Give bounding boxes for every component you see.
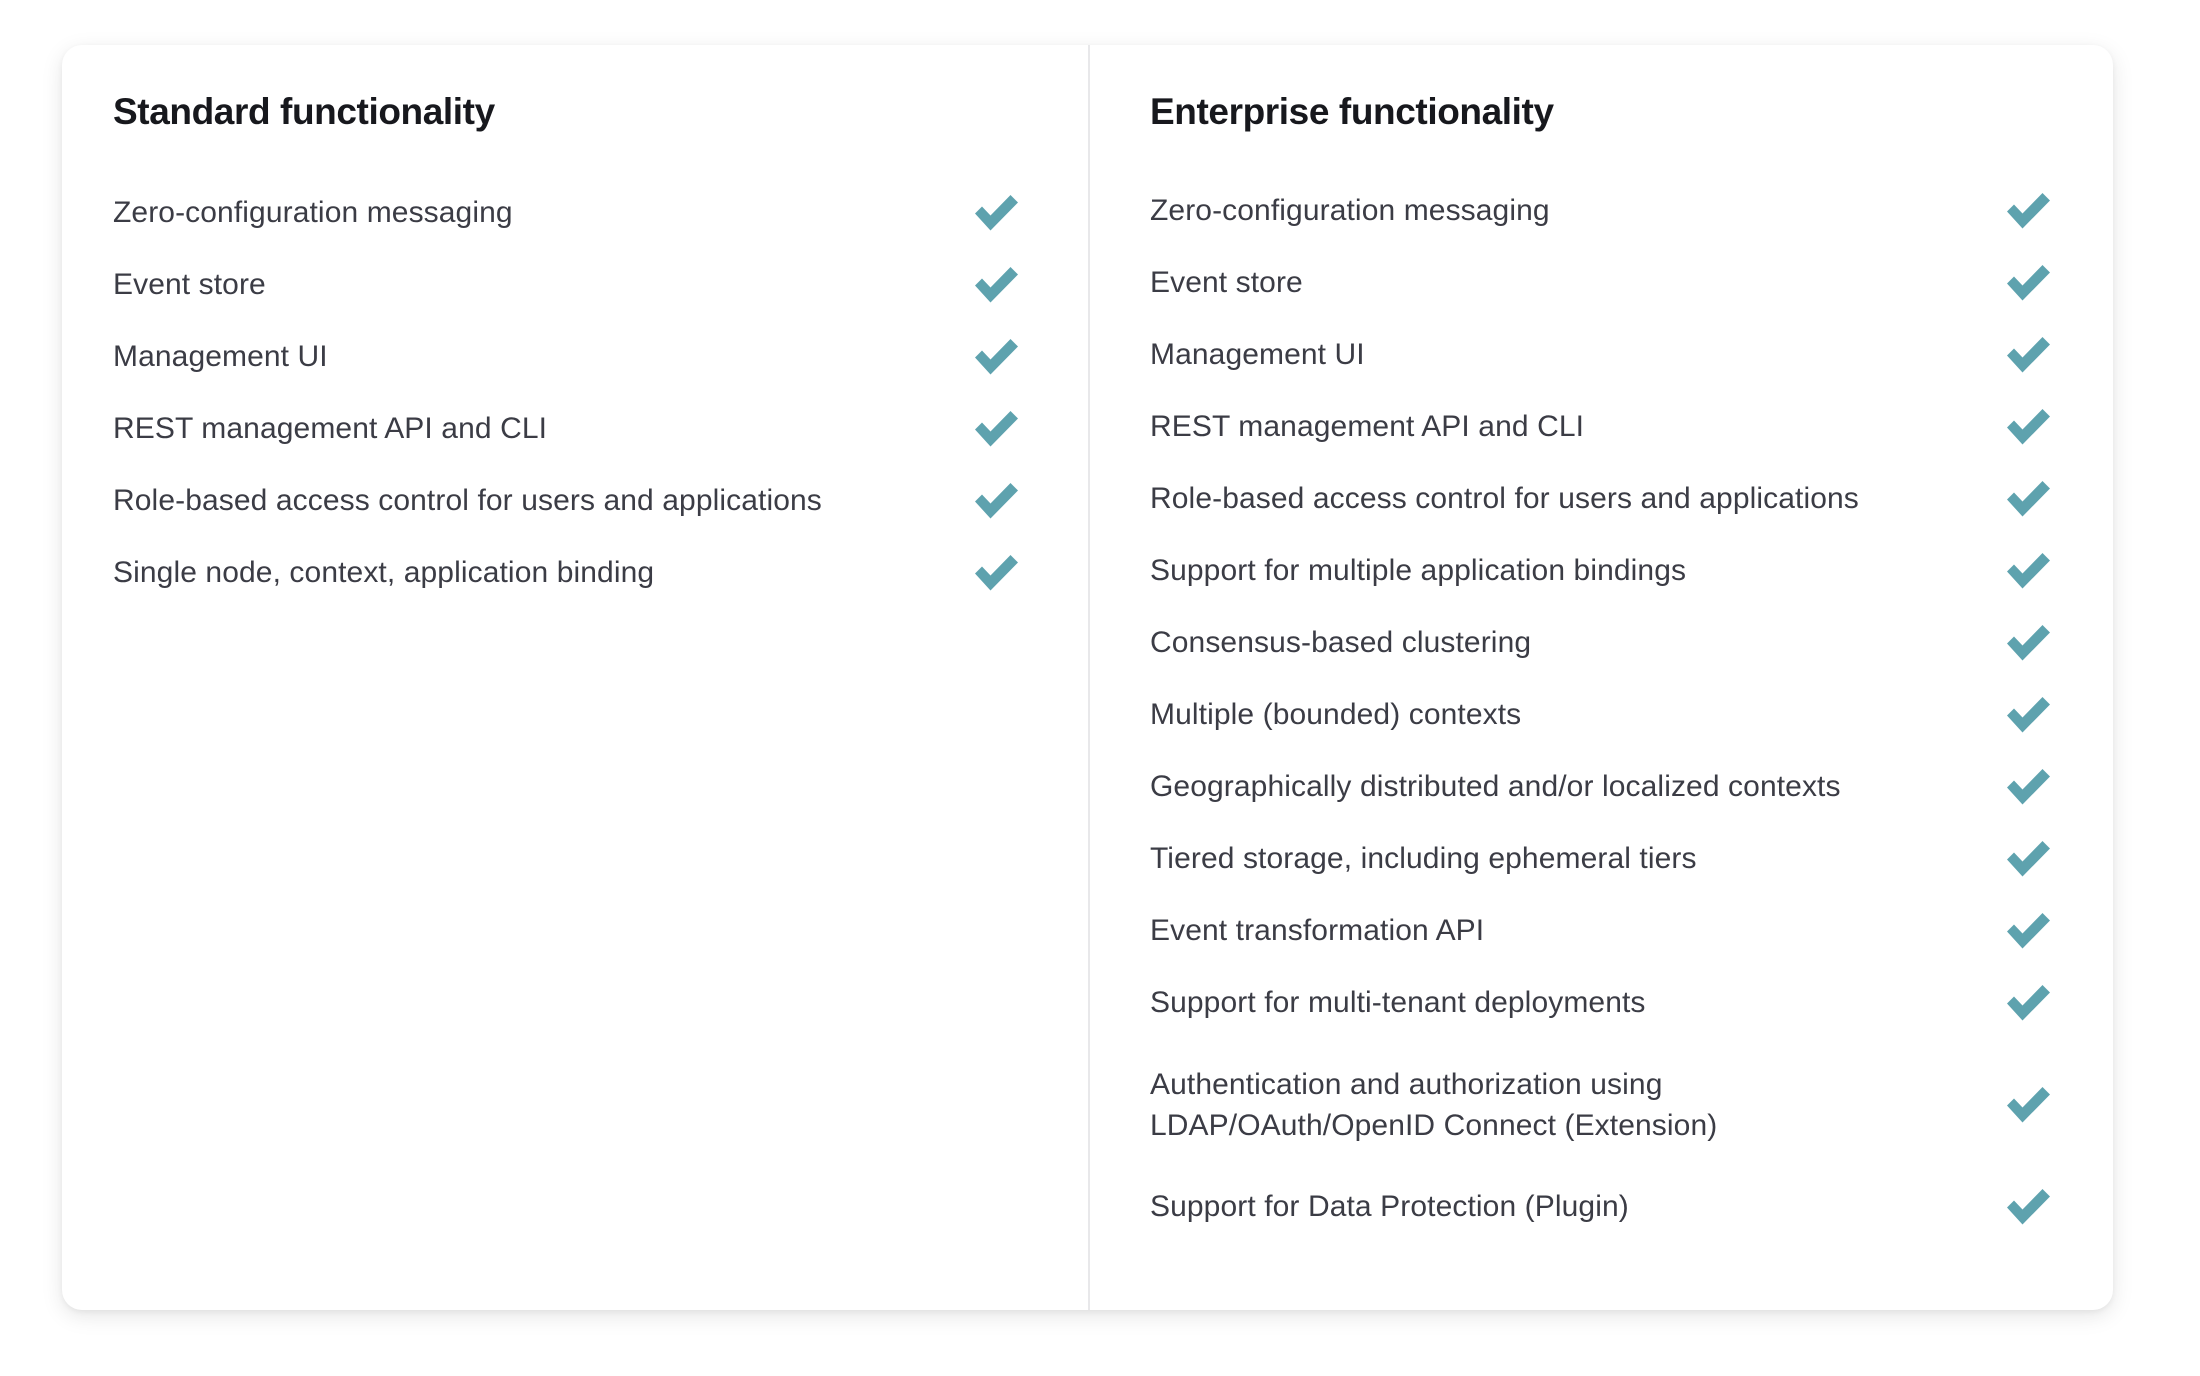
- feature-label: Tiered storage, including ephemeral tier…: [1150, 842, 1697, 876]
- feature-row: Multiple (bounded) contexts: [1150, 679, 2065, 751]
- check-icon: [975, 194, 1018, 231]
- feature-check-cell: [1991, 688, 2065, 742]
- feature-row: Geographically distributed and/or locali…: [1150, 751, 2065, 823]
- feature-check-cell: [1991, 328, 2065, 382]
- check-icon: [2007, 192, 2050, 229]
- check-icon: [2007, 1086, 2050, 1123]
- feature-label: Management UI: [1150, 338, 1365, 372]
- feature-check-cell: [1991, 1180, 2065, 1234]
- feature-row: REST management API and CLI: [1150, 391, 2065, 463]
- feature-check-cell: [1991, 256, 2065, 310]
- feature-row: Role-based access control for users and …: [1150, 463, 2065, 535]
- feature-label-line: LDAP/OAuth/OpenID Connect (Extension): [1150, 1108, 1718, 1142]
- feature-check-cell: [959, 330, 1033, 384]
- feature-check-cell: [1991, 544, 2065, 598]
- feature-row: Tiered storage, including ephemeral tier…: [1150, 823, 2065, 895]
- standard-functionality-column: Standard functionality Zero-configuratio…: [62, 45, 1088, 1310]
- feature-label: Role-based access control for users and …: [113, 484, 822, 518]
- feature-label: Event store: [1150, 266, 1303, 300]
- functionality-comparison-card: Standard functionality Zero-configuratio…: [62, 45, 2113, 1310]
- check-icon: [2007, 264, 2050, 301]
- feature-label: Single node, context, application bindin…: [113, 556, 655, 590]
- feature-check-cell: [959, 186, 1033, 240]
- feature-label: Support for multi-tenant deployments: [1150, 986, 1646, 1020]
- check-icon: [2007, 552, 2050, 589]
- check-icon: [2007, 408, 2050, 445]
- feature-check-cell: [1991, 184, 2065, 238]
- feature-check-cell: [959, 474, 1033, 528]
- feature-label: Support for Data Protection (Plugin): [1150, 1190, 1629, 1224]
- feature-label: Consensus-based clustering: [1150, 626, 1532, 660]
- feature-check-cell: [1991, 904, 2065, 958]
- feature-label: Event store: [113, 268, 266, 302]
- check-icon: [975, 338, 1018, 375]
- check-icon: [975, 266, 1018, 303]
- feature-row: Event store: [113, 249, 1033, 321]
- feature-row: Support for multi-tenant deployments: [1150, 967, 2065, 1039]
- feature-label: Zero-configuration messaging: [113, 196, 513, 230]
- feature-row: Support for multiple application binding…: [1150, 535, 2065, 607]
- feature-row: Event transformation API: [1150, 895, 2065, 967]
- feature-label: Multiple (bounded) contexts: [1150, 698, 1522, 732]
- feature-check-cell: [1991, 1078, 2065, 1132]
- feature-row: REST management API and CLI: [113, 393, 1033, 465]
- feature-check-cell: [1991, 472, 2065, 526]
- feature-row: Event store: [1150, 247, 2065, 319]
- feature-label: REST management API and CLI: [1150, 410, 1585, 444]
- feature-row: Management UI: [113, 321, 1033, 393]
- check-icon: [2007, 912, 2050, 949]
- check-icon: [2007, 1188, 2050, 1225]
- feature-row: Single node, context, application bindin…: [113, 537, 1033, 609]
- feature-check-cell: [959, 402, 1033, 456]
- feature-row: Management UI: [1150, 319, 2065, 391]
- feature-check-cell: [1991, 616, 2065, 670]
- standard-column-title: Standard functionality: [113, 91, 495, 132]
- feature-check-cell: [1991, 400, 2065, 454]
- check-icon: [975, 554, 1018, 591]
- enterprise-functionality-column: Enterprise functionality Zero-configurat…: [1088, 45, 2113, 1310]
- feature-label: Event transformation API: [1150, 914, 1485, 948]
- feature-label: Zero-configuration messaging: [1150, 194, 1550, 228]
- check-icon: [2007, 480, 2050, 517]
- feature-label: Management UI: [113, 340, 328, 374]
- enterprise-column-title: Enterprise functionality: [1150, 91, 1554, 132]
- feature-row: Role-based access control for users and …: [113, 465, 1033, 537]
- check-icon: [2007, 840, 2050, 877]
- feature-label: REST management API and CLI: [113, 412, 548, 446]
- feature-row: Zero-configuration messaging: [113, 177, 1033, 249]
- check-icon: [975, 410, 1018, 447]
- feature-label: Role-based access control for users and …: [1150, 482, 1859, 516]
- feature-check-cell: [1991, 832, 2065, 886]
- check-icon: [2007, 336, 2050, 373]
- feature-check-cell: [959, 258, 1033, 312]
- feature-row: Support for Data Protection (Plugin): [1150, 1171, 2065, 1243]
- feature-row: Consensus-based clustering: [1150, 607, 2065, 679]
- check-icon: [2007, 696, 2050, 733]
- feature-label: Geographically distributed and/or locali…: [1150, 770, 1841, 804]
- check-icon: [2007, 984, 2050, 1021]
- feature-check-cell: [1991, 760, 2065, 814]
- check-icon: [975, 482, 1018, 519]
- check-icon: [2007, 624, 2050, 661]
- check-icon: [2007, 768, 2050, 805]
- feature-row: Zero-configuration messaging: [1150, 175, 2065, 247]
- feature-check-cell: [959, 546, 1033, 600]
- feature-check-cell: [1991, 976, 2065, 1030]
- feature-label-line: Authentication and authorization using: [1150, 1067, 1663, 1101]
- feature-label: Support for multiple application binding…: [1150, 554, 1687, 588]
